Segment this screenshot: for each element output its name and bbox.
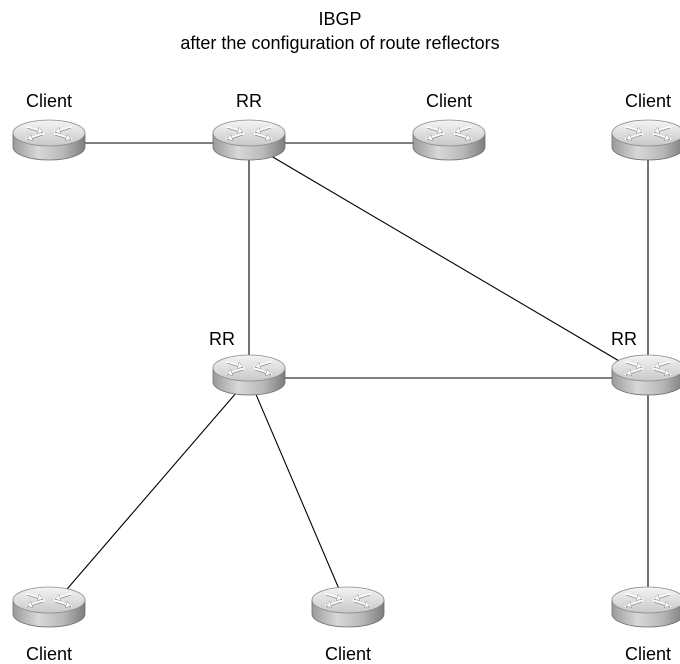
node-label-rr3: RR — [611, 329, 637, 349]
router-icon — [412, 119, 486, 161]
node-label-rr1: RR — [236, 91, 262, 111]
link-rr2-c5 — [248, 377, 349, 611]
node-label-c6: Client — [625, 644, 671, 664]
router-icon — [611, 586, 680, 628]
router-icon — [611, 354, 680, 396]
node-label-c1: Client — [26, 91, 72, 111]
node-label-c2: Client — [426, 91, 472, 111]
router-icon — [12, 586, 86, 628]
link-rr1-rr3 — [248, 142, 649, 379]
node-label-c3: Client — [625, 91, 671, 111]
router-icon — [212, 354, 286, 396]
router-icon — [12, 119, 86, 161]
node-label-c5: Client — [325, 644, 371, 664]
node-label-c4: Client — [26, 644, 72, 664]
diagram-subtitle: after the configuration of route reflect… — [180, 33, 500, 53]
link-rr2-c4 — [48, 377, 250, 611]
router-icon — [212, 119, 286, 161]
router-icon — [611, 119, 680, 161]
diagram-title: IBGP — [318, 9, 362, 29]
router-icon — [311, 586, 385, 628]
node-label-rr2: RR — [209, 329, 235, 349]
